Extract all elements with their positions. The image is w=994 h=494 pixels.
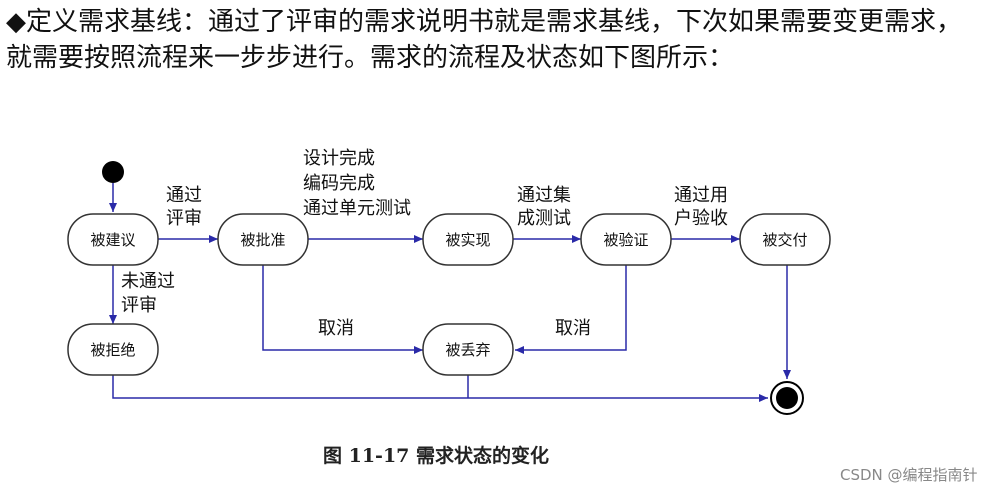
state-implemented-label: 被实现 [445,231,490,249]
state-verified: 被验证 [580,213,672,266]
edge-approved-discarded [262,265,423,354]
figure-caption: 图 11-17 需求状态的变化 [323,444,549,467]
end-node [770,381,804,415]
label-pass-integration-line2: 成测试 [517,208,571,229]
edge-rejected-end [112,375,768,402]
label-pass-integration: 通过集 成测试 [517,185,571,229]
watermark: CSDN @编程指南针 [840,466,978,484]
state-approved-label: 被批准 [240,231,285,249]
label-pass-acceptance: 通过用 户验收 [674,185,728,229]
label-cancel-left: 取消 [318,318,354,339]
transition-lines [109,183,791,402]
state-approved: 被批准 [217,213,309,266]
label-design-done-line3: 通过单元测试 [303,198,411,219]
label-pass-integration-line1: 通过集 [517,185,571,206]
bullet-icon: ◆ [6,7,26,37]
label-pass-review: 通过 评审 [166,185,202,229]
state-proposed: 被建议 [67,213,159,266]
state-verified-label: 被验证 [603,231,648,249]
state-rejected: 被拒绝 [67,323,159,376]
label-fail-review: 未通过 评审 [121,271,175,316]
intro-paragraph: ◆定义需求基线：通过了评审的需求说明书就是需求基线，下次如果需要变更需求，就需要… [6,4,986,76]
state-delivered: 被交付 [739,213,831,266]
label-design-done: 设计完成 编码完成 通过单元测试 [303,148,411,219]
label-design-done-line1: 设计完成 [303,148,375,169]
state-delivered-label: 被交付 [762,231,807,249]
label-pass-acceptance-line1: 通过用 [674,185,728,206]
label-pass-review-line2: 评审 [166,208,202,229]
edge-verified-discarded [515,265,627,354]
state-implemented: 被实现 [422,213,514,266]
intro-text: 定义需求基线：通过了评审的需求说明书就是需求基线，下次如果需要变更需求，就需要按… [6,7,963,73]
label-fail-review-line2: 评审 [121,295,157,316]
label-pass-acceptance-line2: 户验收 [674,208,728,229]
state-proposed-label: 被建议 [90,231,135,249]
state-rejected-label: 被拒绝 [90,341,135,359]
label-design-done-line2: 编码完成 [303,173,375,194]
label-cancel-right: 取消 [555,318,591,339]
state-discarded: 被丢弃 [422,323,514,376]
label-fail-review-line1: 未通过 [121,271,175,292]
start-node [102,161,124,183]
label-pass-review-line1: 通过 [166,185,202,206]
state-discarded-label: 被丢弃 [445,341,490,359]
